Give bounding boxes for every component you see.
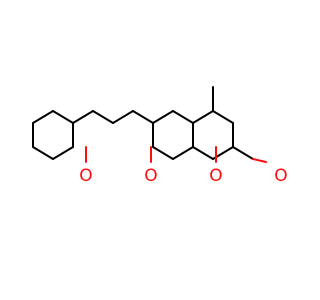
bond-ch2-to-ether [112, 110, 134, 124]
bond-phenyl-5 [32, 146, 54, 160]
bond-pyrone-5 [192, 146, 214, 160]
bond-phenyl-to-carbonyl [72, 110, 94, 124]
bond-coumarin-1 [152, 110, 174, 124]
bond-lactone-o [252, 158, 267, 163]
bond-pyrone-2 [212, 110, 234, 124]
bond-layer [32, 86, 267, 163]
atom-label-o-lactone: O [274, 166, 287, 186]
structure-svg: O O O O [32, 86, 288, 186]
bond-coumarin-2 [172, 110, 194, 124]
molecule-diagram: O O O O [32, 86, 288, 186]
atom-label-layer: O O O O [79, 166, 287, 186]
bond-carbonyl-to-ch2 [92, 110, 114, 124]
bond-coumarin-5 [152, 146, 174, 160]
atom-label-o-carbonyl-left: O [79, 166, 92, 186]
bond-phenyl-1 [32, 110, 54, 124]
bond-lactone-c [232, 146, 254, 160]
bond-phenyl-2 [52, 110, 74, 124]
atom-label-o-ring: O [209, 166, 222, 186]
bond-pyrone-1 [192, 110, 214, 124]
bond-coumarin-4 [172, 146, 194, 160]
bond-phenyl-4 [52, 146, 74, 160]
bond-ether-to-ring [132, 110, 154, 124]
atom-label-o-ether: O [144, 166, 157, 186]
